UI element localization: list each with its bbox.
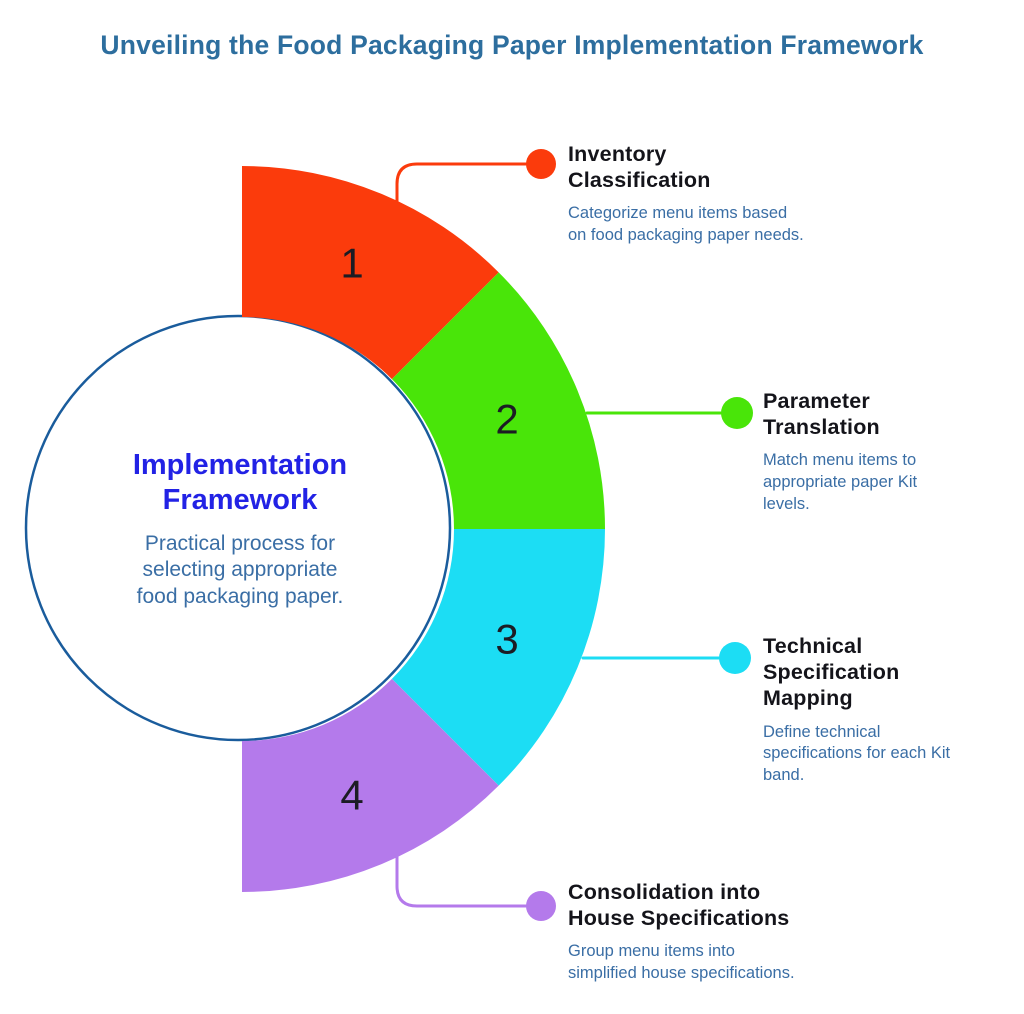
step-2-description: Match menu items to appropriate paper Ki… bbox=[763, 451, 918, 513]
step-1-heading: Inventory Classification bbox=[568, 142, 711, 193]
segment-3-arc bbox=[391, 529, 605, 786]
step-4-heading: Consolidation into House Specifications bbox=[568, 880, 790, 931]
step-2-block: Parameter Translation Match menu items t… bbox=[763, 388, 1008, 516]
center-heading: Implementation Framework bbox=[132, 449, 348, 516]
step-4-description: Group menu items into simplified house s… bbox=[568, 942, 795, 983]
segment-number-2: 2 bbox=[495, 396, 518, 443]
step-2-heading: Parameter Translation bbox=[763, 389, 880, 440]
center-description: Practical process for selecting appropri… bbox=[136, 531, 344, 608]
connector-line-4 bbox=[395, 854, 528, 908]
step-1-block: Inventory Classification Categorize menu… bbox=[568, 141, 878, 247]
segment-2-arc bbox=[391, 272, 605, 529]
step-4-block: Consolidation into House Specifications … bbox=[568, 879, 908, 985]
step-4-dot-icon bbox=[526, 891, 556, 921]
step-3-dot-icon bbox=[719, 642, 751, 674]
step-3-heading: Technical Specification Mapping bbox=[763, 634, 900, 711]
step-1-description: Categorize menu items based on food pack… bbox=[568, 204, 804, 245]
connector-line-1 bbox=[395, 162, 528, 203]
segment-number-1: 1 bbox=[340, 240, 363, 287]
center-text-block: Implementation Framework Practical proce… bbox=[60, 448, 420, 610]
page-title: Unveiling the Food Packaging Paper Imple… bbox=[100, 30, 924, 60]
segment-number-3: 3 bbox=[495, 616, 518, 663]
step-1-dot-icon bbox=[526, 149, 556, 179]
step-3-description: Define technical specifications for each… bbox=[763, 722, 951, 785]
step-3-block: Technical Specification Mapping Define t… bbox=[763, 633, 1018, 787]
center-circle bbox=[24, 314, 452, 742]
segment-number-4: 4 bbox=[340, 772, 363, 819]
step-2-dot-icon bbox=[721, 397, 753, 429]
segment-4-arc bbox=[242, 678, 499, 892]
segment-1-arc bbox=[242, 166, 499, 380]
